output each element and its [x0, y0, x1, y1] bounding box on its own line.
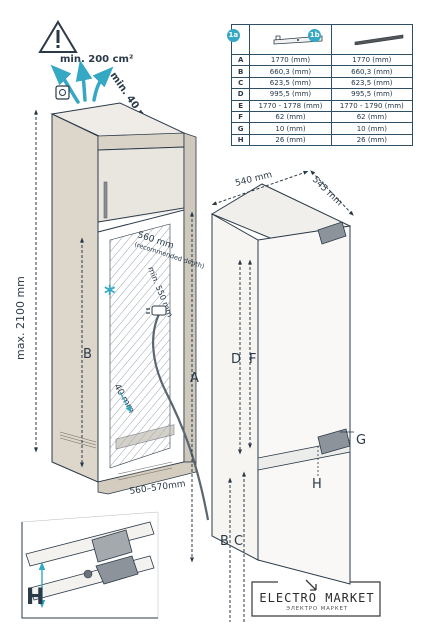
appliance-dim-f: F [249, 352, 256, 367]
row-value-1a: 660,3 (mm) [249, 65, 332, 78]
niche-marker-star: * [104, 282, 116, 307]
row-value-1b: 1770 (mm) [330, 53, 414, 67]
appliance-dim-h: H [312, 477, 322, 492]
row-value-1b: 623,5 (mm) [330, 76, 414, 90]
appliance-depth-label: 545 mm [310, 175, 344, 208]
airflow-arrows-icon [50, 59, 114, 104]
row-key: C [230, 76, 251, 90]
warning-triangle-icon [38, 20, 78, 53]
watermark-name: ELECTRO MARKET [259, 591, 375, 605]
appliance-dim-g: G [356, 433, 366, 448]
fridge-appliance [210, 183, 352, 585]
row-key: B [230, 65, 251, 78]
row-key: F [230, 110, 251, 124]
row-value-1a: 1770 - 1778 (mm) [249, 99, 332, 112]
detail-dim-h: H [26, 585, 44, 610]
appliance-dim-d: D [231, 352, 241, 367]
row-value-1a: 62 (mm) [249, 110, 332, 124]
appliance-dim-b: B [220, 534, 229, 549]
vent-area-label: min. 200 cm² [60, 54, 133, 65]
row-key: A [230, 53, 251, 67]
mid-hinge [317, 428, 351, 455]
door-handle [103, 181, 108, 219]
bracket-1b-icon [355, 34, 404, 45]
bottom-gap-arrow [119, 391, 132, 414]
appliance-dim-a: A [190, 371, 199, 386]
top-hinge [317, 221, 347, 245]
socket-icon [55, 85, 70, 100]
row-value-1b: 26 (mm) [330, 133, 414, 147]
badge-1b: 1b [308, 29, 322, 42]
appliance-dim-c: C [234, 534, 243, 549]
watermark-frame [251, 579, 381, 617]
row-key: G [230, 122, 251, 135]
niche-height-label: max. 2100 mm [14, 276, 27, 360]
watermark-sub: ЭЛЕКТРО МАРКЕТ [286, 606, 348, 612]
hinge-detail-inset [21, 511, 159, 619]
watermark: ELECTRO MARKET ЭЛЕКТРО МАРКЕТ [250, 578, 382, 618]
niche-dim-b: B [83, 347, 92, 362]
row-value-1b: 995,5 (mm) [330, 88, 414, 101]
row-value-1a: 623,5 (mm) [249, 76, 332, 90]
row-key: H [230, 133, 251, 147]
badge-1a: 1a [226, 29, 240, 42]
table-col-1b-header: 1b [308, 24, 414, 55]
row-value-1b: 62 (mm) [330, 110, 414, 124]
row-value-1b: 660,3 (mm) [330, 65, 414, 78]
row-value-1b: 1770 - 1790 (mm) [330, 99, 414, 112]
row-key: E [230, 99, 251, 112]
row-value-1a: 995,5 (mm) [249, 88, 332, 101]
row-key: D [230, 88, 251, 101]
niche-cabinet [50, 102, 197, 495]
power-cord [146, 305, 210, 521]
row-value-1a: 10 (mm) [249, 122, 332, 135]
row-value-1a: 26 (mm) [249, 133, 332, 147]
row-value-1b: 10 (mm) [330, 122, 414, 135]
row-value-1a: 1770 (mm) [249, 53, 332, 67]
